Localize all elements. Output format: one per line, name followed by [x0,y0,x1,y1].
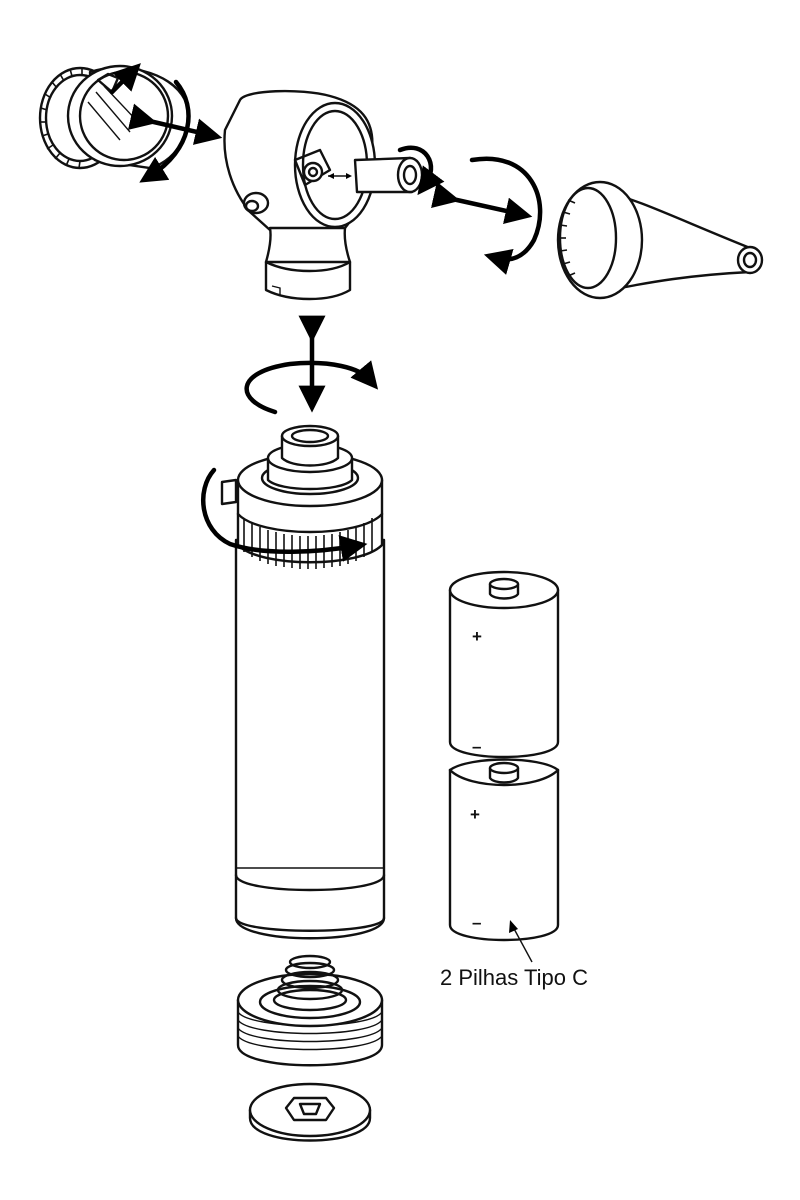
ear-speculum [556,180,764,300]
battery-bottom-plus-label: + [470,805,480,824]
battery-callout: 2 Pilhas Tipo C [440,920,588,990]
rotate-arrow-lens [139,79,191,183]
otoscope-head [223,89,424,301]
motion-arrows [109,63,543,562]
battery-bottom: + – [448,758,560,942]
battery-bottom-minus-label: – [472,913,481,932]
battery-callout-label: 2 Pilhas Tipo C [440,965,588,990]
battery-handle [220,424,386,940]
battery-top-minus-label: – [472,737,481,756]
battery-top-plus-label: + [472,627,482,646]
battery-top: + – [448,570,560,759]
rotate-arrow-head [244,360,379,415]
contact-spring [272,954,348,1012]
rotate-arrow-collar [201,467,368,562]
rotate-arrow-speculum [469,156,543,275]
magnifier-lens-ring [38,64,190,170]
double-arrow-speculum [431,181,533,225]
bottom-contact-plate [248,1082,372,1142]
double-arrow-lens [127,103,223,145]
